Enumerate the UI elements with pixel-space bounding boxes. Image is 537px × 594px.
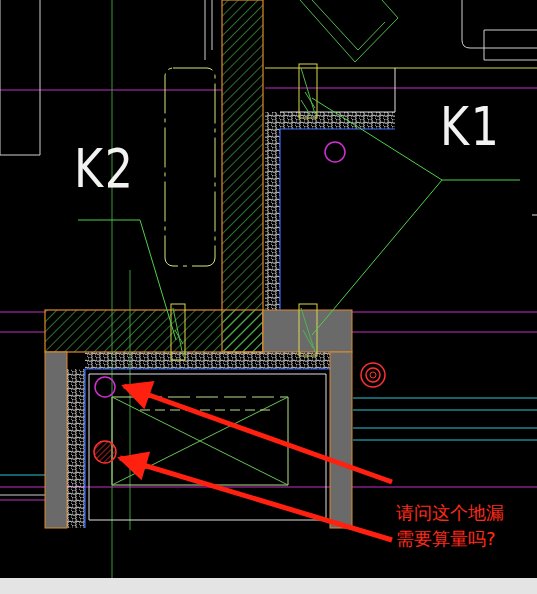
cad-stroke <box>173 308 183 356</box>
cad-stroke <box>45 352 67 528</box>
cad-stroke <box>112 397 288 398</box>
cad-stroke <box>352 332 537 333</box>
cad-stroke <box>312 98 442 180</box>
cad-stroke <box>352 312 537 313</box>
cad-stroke <box>95 377 115 397</box>
cad-stroke <box>0 495 45 496</box>
cad-stroke <box>532 215 537 216</box>
cad-stroke <box>0 500 45 501</box>
cad-stroke <box>280 129 395 310</box>
cad-stroke <box>120 458 392 540</box>
cad-stroke <box>212 0 213 50</box>
cad-stroke <box>395 68 396 112</box>
cad-stroke <box>0 0 40 155</box>
cad-stroke <box>263 310 352 352</box>
cad-stroke <box>222 0 263 352</box>
cad-stroke <box>0 578 537 594</box>
cad-stroke <box>353 428 537 429</box>
cad-stroke <box>0 90 222 91</box>
cad-stroke <box>78 220 176 340</box>
cad-stroke <box>112 0 113 594</box>
cad-stroke <box>330 352 352 528</box>
cad-stroke <box>353 410 537 411</box>
cad-stroke <box>112 397 288 485</box>
cad-stroke <box>173 68 315 356</box>
cad-stroke <box>165 68 215 266</box>
cad-stroke <box>85 352 330 369</box>
cad-stroke <box>0 312 45 313</box>
cad-stroke <box>370 372 376 378</box>
cad-stroke <box>312 180 442 335</box>
cad-stroke <box>67 369 85 528</box>
cad-stroke <box>300 0 398 62</box>
room-tag: K2 <box>74 142 135 196</box>
cad-stroke <box>140 410 270 411</box>
cad-stroke <box>484 30 537 60</box>
cad-stroke <box>312 0 385 50</box>
cad-stroke <box>265 112 280 310</box>
cad-stroke <box>325 142 345 162</box>
cad-stroke <box>94 441 116 463</box>
cad-stroke <box>112 397 288 485</box>
cad-stroke <box>130 270 131 530</box>
cad-stroke <box>0 332 45 333</box>
cad-stroke <box>301 68 315 116</box>
cad-stroke <box>353 440 537 441</box>
cad-stroke <box>120 386 392 540</box>
cad-stroke <box>171 64 317 360</box>
cad-stroke <box>353 398 537 399</box>
cad-stroke <box>112 397 288 485</box>
cad-stroke <box>265 68 537 69</box>
cad-stroke <box>223 311 262 351</box>
question-note: 请问这个地漏 需要算量吗? <box>396 500 528 552</box>
cad-stroke <box>361 363 385 387</box>
cad-stroke <box>301 308 315 352</box>
cad-stroke <box>45 310 263 352</box>
room-tag: K1 <box>440 100 501 154</box>
cad-stroke <box>462 0 537 48</box>
cad-stroke <box>78 98 520 340</box>
cad-stroke <box>265 88 537 89</box>
cad-stroke <box>299 64 317 118</box>
cad-stroke <box>205 0 206 60</box>
cad-stroke <box>442 180 520 181</box>
cad-stroke <box>299 304 317 356</box>
cad-stroke <box>366 368 380 382</box>
cad-stroke <box>124 386 392 482</box>
cad-stroke <box>0 475 45 476</box>
